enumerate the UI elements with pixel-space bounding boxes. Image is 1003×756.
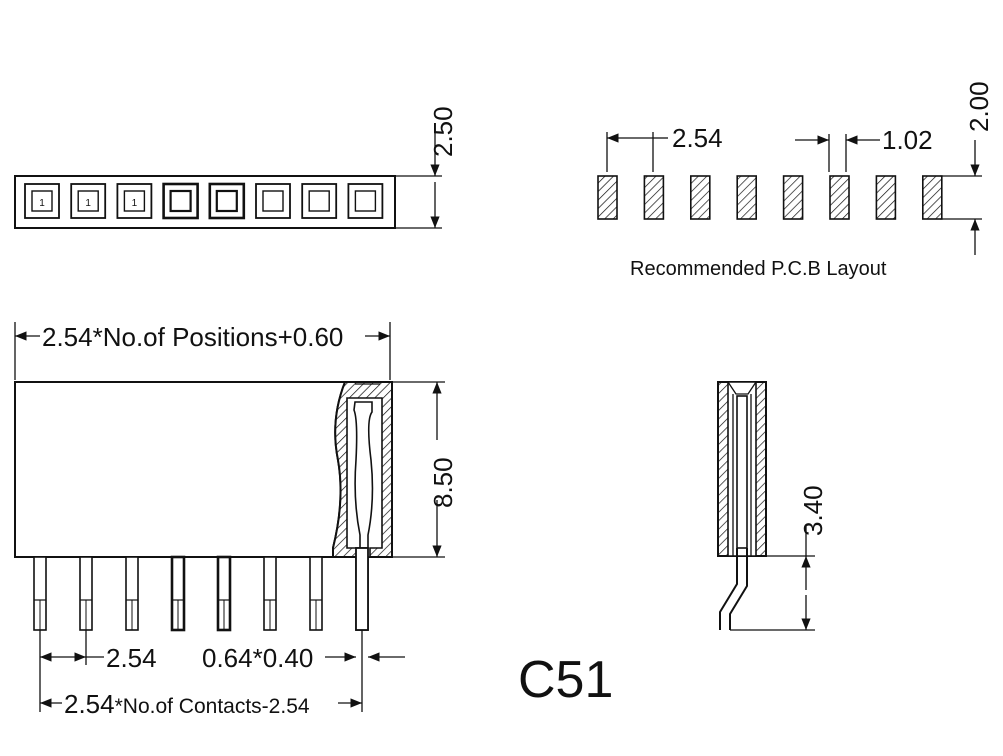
top-pin-inner	[215, 189, 238, 213]
pcb-pad	[643, 175, 665, 220]
top-pin-inner	[308, 190, 330, 212]
front-length-dim: 2.54*No.of Positions+0.60	[42, 322, 343, 352]
front-view: 2.54*No.of Positions+0.60 8.50 2.54 0.64…	[14, 322, 458, 719]
side-cavity-walls	[732, 394, 752, 556]
pcb-pad	[829, 175, 850, 220]
front-body	[14, 381, 347, 558]
front-view-pins	[33, 547, 369, 632]
top-pin-marker: 1	[132, 198, 138, 209]
pcb-pad	[782, 175, 804, 220]
pcb-pad	[921, 175, 943, 220]
top-pin-inner	[262, 190, 284, 212]
pcb-pad	[736, 175, 758, 220]
top-pin-outer	[24, 183, 60, 219]
top-pin-inner	[354, 190, 377, 212]
side-tail-dim: 3.40	[798, 485, 828, 536]
pcb-pad-width-dim: 1.02	[882, 125, 933, 155]
front-pin-size-dim: 0.64*0.40	[202, 643, 313, 673]
pcb-pad	[689, 175, 711, 220]
top-view-body	[14, 175, 396, 229]
side-chamfer	[727, 381, 757, 395]
pcb-layout: 2.54 1.02 2.00 Recommended P.C.B Layout	[597, 81, 994, 280]
top-pin-inner	[31, 190, 53, 212]
front-height-dim: 8.50	[428, 457, 458, 508]
pcb-pad-height-dim: 2.00	[964, 81, 994, 132]
top-height-dim: 2.50	[428, 106, 458, 157]
top-pin-marker: 1	[85, 198, 91, 209]
pcb-pads	[597, 175, 943, 220]
pcb-pitch-dim: 2.54	[672, 123, 723, 153]
pcb-pad	[875, 175, 897, 220]
front-pitch-dim: 2.54	[106, 643, 157, 673]
pcb-pad	[597, 175, 618, 220]
front-contacts-dim-text: *No.of Contacts-2.54	[115, 695, 310, 718]
front-contacts-dim: 2.54*No.of Contacts-2.54	[64, 689, 310, 719]
pcb-layout-caption: Recommended P.C.B Layout	[630, 258, 887, 280]
top-pin-inner	[169, 189, 192, 213]
top-view: 1 1 1 2.50	[14, 106, 458, 229]
top-pin-inner	[123, 190, 146, 212]
front-contacts-dim-prefix: 2.54	[64, 689, 115, 719]
side-contact	[736, 395, 748, 549]
top-pin-inner	[77, 190, 99, 212]
side-view: 3.40	[717, 381, 828, 631]
top-view-pins: 1 1 1	[24, 182, 384, 220]
top-pin-marker: 1	[39, 198, 45, 209]
front-pin-section	[355, 547, 369, 631]
side-pin-tail	[719, 548, 748, 630]
part-code: C51	[518, 651, 613, 709]
